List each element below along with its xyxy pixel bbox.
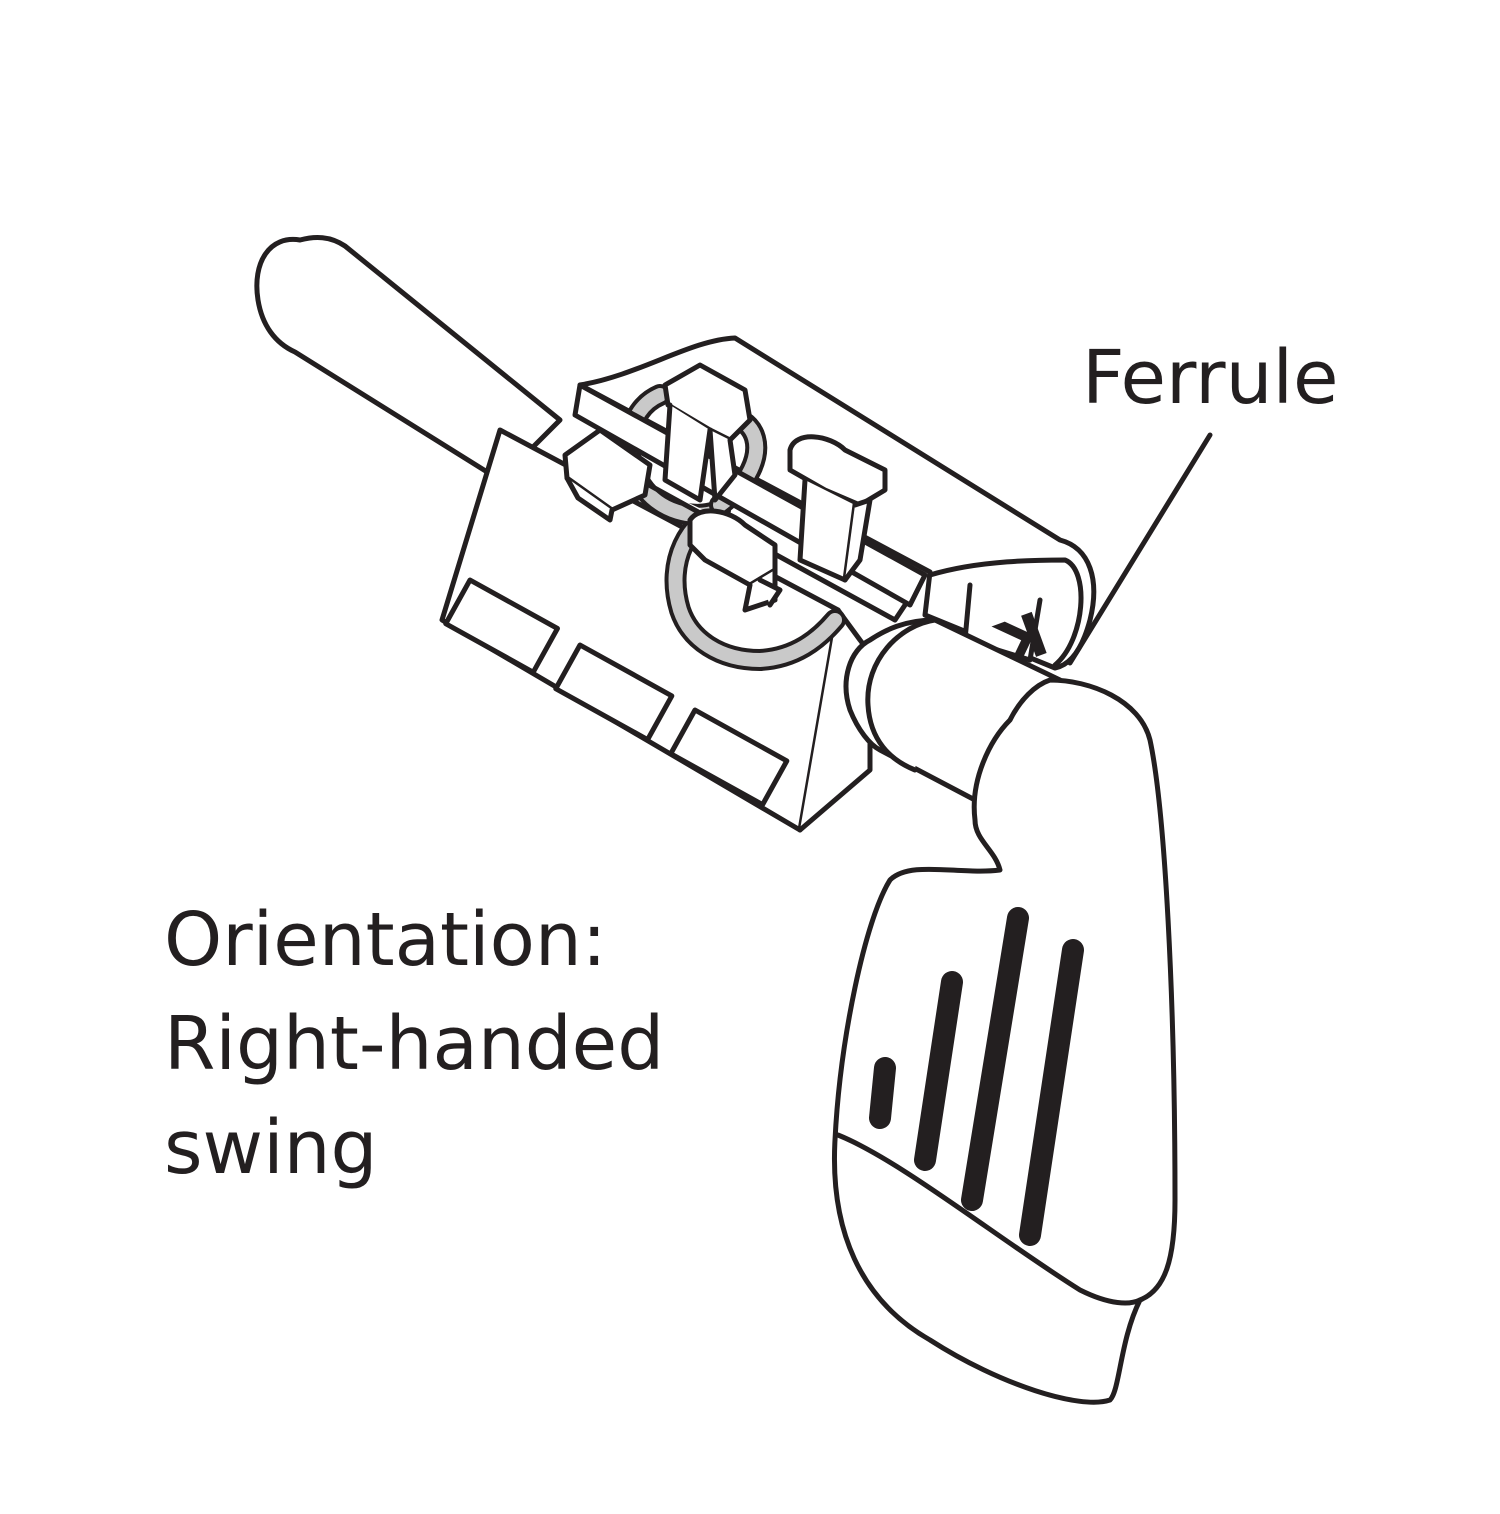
groove-2 (914, 971, 963, 1171)
clamp-clip-center (687, 508, 783, 613)
slot-1 (443, 577, 560, 675)
ferrule-callout-label: Ferrule (1082, 335, 1339, 421)
clamp-clip-left (562, 427, 653, 523)
slot-2 (553, 642, 675, 743)
groove-1 (869, 1057, 896, 1129)
orientation-line-1: Orientation: (164, 897, 607, 983)
ferrule-callout-line (1067, 432, 1213, 666)
club-shaft (254, 235, 563, 483)
clamp-clip-right (787, 434, 888, 583)
groove-4 (1019, 939, 1084, 1246)
face-grooves (869, 907, 1084, 1246)
clamp-front-block (439, 427, 873, 833)
orientation-caption: Orientation: Right-handed swing (164, 888, 664, 1200)
orientation-line-3: swing (164, 1105, 378, 1191)
clamp-clip-top (662, 362, 753, 503)
orientation-line-2: Right-handed (164, 1001, 665, 1087)
groove-3 (961, 907, 1029, 1211)
slot-3 (668, 707, 790, 808)
